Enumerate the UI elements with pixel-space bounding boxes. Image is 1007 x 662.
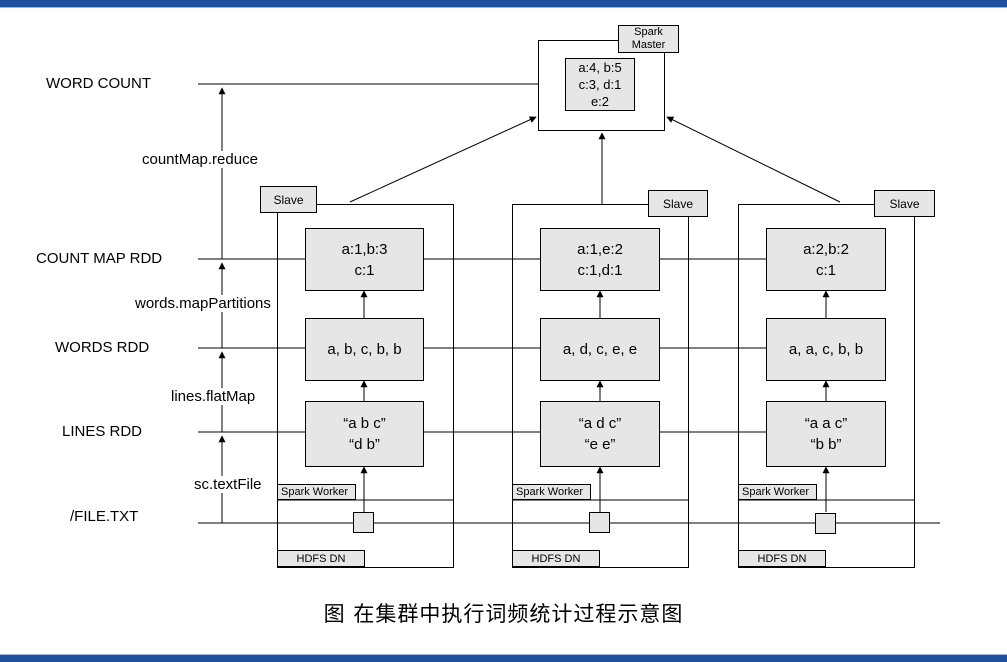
label-lines-rdd: LINES RDD	[62, 423, 143, 440]
op-lines-flat-map: lines.flatMap	[170, 388, 257, 405]
op-sc-text-file: sc.textFile	[193, 476, 263, 493]
slave-label-3: Slave	[874, 190, 935, 217]
spark-worker-label-1: Spark Worker	[277, 484, 356, 500]
label-count-map-rdd: COUNT MAP RDD	[36, 250, 163, 267]
label-words-rdd: WORDS RDD	[55, 339, 150, 356]
count-map-2-line2: c:1,d:1	[577, 261, 623, 279]
bottom-accent-line	[0, 654, 1007, 655]
words-partition-3: a, a, c, b, b	[766, 318, 886, 381]
spark-master-label-line2: Master	[631, 39, 666, 51]
lines-1-line1: “a b c”	[343, 415, 386, 432]
slave-label-2: Slave	[648, 190, 708, 217]
hdfs-block-1	[353, 512, 374, 533]
hdfs-block-2	[589, 512, 610, 533]
hdfs-dn-label-1: HDFS DN	[277, 550, 365, 567]
result-line-2: c:3, d:1	[578, 77, 622, 92]
top-accent-bar	[0, 0, 1007, 7]
word-count-result: a:4, b:5 c:3, d:1 e:2	[565, 58, 635, 111]
arrow-slave3-to-master	[666, 116, 841, 203]
spark-master-label-line1: Spark	[634, 26, 663, 38]
lines-2-line2: “e e”	[584, 436, 616, 453]
count-map-partition-2: a:1,e:2 c:1,d:1	[540, 228, 660, 291]
count-map-1-line2: c:1	[354, 261, 375, 279]
count-map-partition-3: a:2,b:2 c:1	[766, 228, 886, 291]
bottom-accent-bar	[0, 655, 1007, 662]
op-count-map-reduce: countMap.reduce	[141, 151, 259, 168]
hdfs-dn-label-2: HDFS DN	[512, 550, 600, 567]
hdfs-block-3	[815, 513, 836, 534]
count-map-3-line1: a:2,b:2	[803, 240, 849, 258]
count-map-partition-1: a:1,b:3 c:1	[305, 228, 424, 291]
lines-partition-1: “a b c” “d b”	[305, 401, 424, 467]
count-map-2-line1: a:1,e:2	[577, 240, 623, 258]
hdfs-dn-label-3: HDFS DN	[738, 550, 826, 567]
count-map-3-line2: c:1	[815, 261, 836, 279]
spark-worker-label-2: Spark Worker	[512, 484, 591, 500]
top-accent-line	[0, 7, 1007, 8]
words-partition-1: a, b, c, b, b	[305, 318, 424, 381]
result-line-1: a:4, b:5	[578, 60, 622, 75]
count-map-1-line1: a:1,b:3	[341, 240, 388, 258]
lines-1-line2: “d b”	[349, 436, 380, 453]
result-line-3: e:2	[590, 94, 610, 109]
lines-2-line1: “a d c”	[578, 415, 622, 432]
spark-worker-label-3: Spark Worker	[738, 484, 817, 500]
spark-master-label: Spark Master	[618, 25, 679, 53]
label-word-count: WORD COUNT	[46, 75, 151, 92]
arrow-slave1-to-master	[349, 116, 537, 203]
figure-caption: 图 在集群中执行词频统计过程示意图	[323, 602, 684, 626]
lines-3-line2: “b b”	[810, 436, 842, 453]
slave-label-1: Slave	[260, 186, 317, 213]
lines-3-line1: “a a c”	[804, 415, 848, 432]
op-words-map-partitions: words.mapPartitions	[134, 295, 272, 312]
lines-partition-3: “a a c” “b b”	[766, 401, 886, 467]
lines-partition-2: “a d c” “e e”	[540, 401, 660, 467]
words-partition-2: a, d, c, e, e	[540, 318, 660, 381]
label-file-txt: /FILE.TXT	[70, 508, 139, 525]
